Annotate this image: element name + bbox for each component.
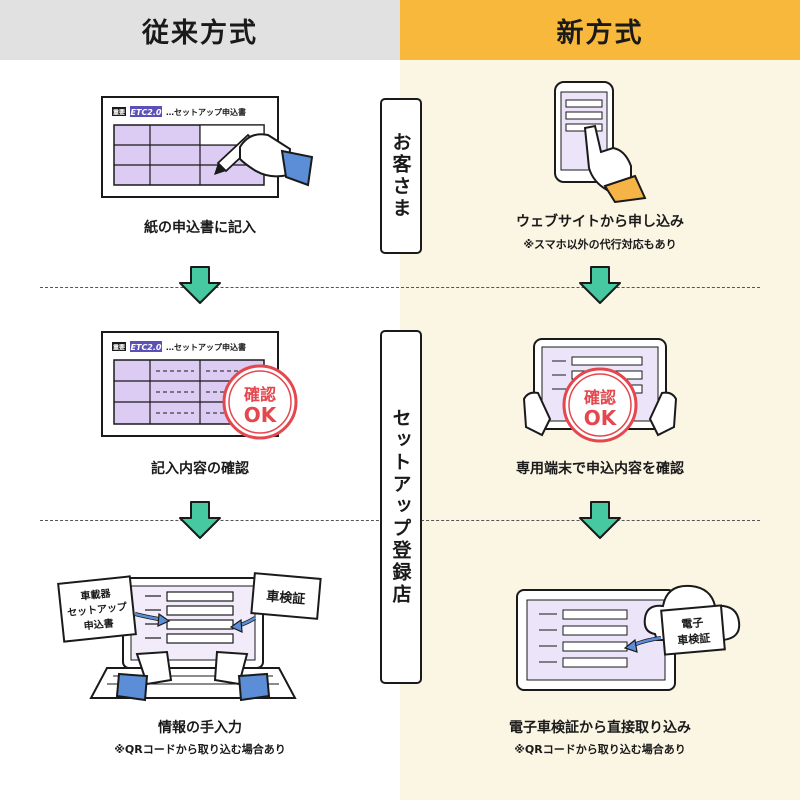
form-badge-icon	[112, 342, 126, 351]
tablet-hands-icon	[522, 391, 678, 437]
etc-logo-icon	[130, 341, 162, 352]
new-step-1-label: ウェブサイトから申し込み	[516, 214, 684, 230]
customer-section-label: お客さま	[380, 98, 422, 254]
e-cert-line-2: 車検証	[677, 631, 711, 648]
old-step-2-label: 記入内容の確認	[151, 461, 249, 477]
new-method-header: 新方式	[400, 0, 800, 60]
old-step-3-note: ※QRコードから取り込む場合あり	[114, 743, 286, 756]
store-section-text: セットアップ登録店	[389, 408, 412, 606]
setup-form-card: 車載器 セットアップ 申込書	[57, 575, 137, 643]
input-arrow-icon	[229, 616, 257, 633]
down-arrow-icon	[579, 266, 621, 304]
checked-form-illustration: 重要 ETC2.0 …セットアップ申込書 確認 OK	[101, 331, 298, 440]
import-arrow-icon	[623, 636, 662, 653]
new-step-1-note: ※スマホ以外の代行対応もあり	[523, 238, 677, 251]
tablet-confirm-illustration: 確認 OK	[522, 338, 678, 443]
old-step-3-label: 情報の手入力	[158, 720, 242, 736]
stamp-line-2: OK	[244, 403, 278, 427]
paper-form-illustration: 重要 ETC2.0 …セットアップ申込書	[101, 96, 314, 198]
vehicle-cert-text: 車検証	[266, 588, 306, 607]
laptop-manual-input-illustration: 車載器 セットアップ 申込書 車検証	[57, 572, 322, 702]
confirm-ok-stamp: 確認 OK	[562, 367, 638, 443]
form-badge-icon	[112, 107, 126, 116]
down-arrow-icon	[579, 501, 621, 539]
etc-logo-icon	[130, 106, 162, 117]
customer-section-text: お客さま	[389, 132, 412, 220]
old-method-header: 従来方式	[0, 0, 400, 60]
down-arrow-icon	[179, 501, 221, 539]
input-arrow-icon	[134, 612, 171, 627]
stamp-line-1: 確認	[584, 388, 616, 407]
new-step-3-note: ※QRコードから取り込む場合あり	[514, 743, 686, 756]
e-cert-card: 電子 車検証	[660, 604, 726, 656]
form-title: …セットアップ申込書	[166, 342, 246, 352]
setup-card-line-3: 申込書	[83, 616, 114, 632]
smartphone-illustration	[554, 81, 647, 203]
old-step-1-label: 紙の申込書に記入	[144, 220, 256, 236]
e-cert-import-illustration: 電子 車検証	[516, 584, 741, 691]
vehicle-cert-card: 車検証	[250, 572, 322, 620]
stamp-line-2: OK	[584, 406, 618, 430]
setup-card-line-1: 車載器	[80, 586, 112, 602]
hand-icon	[239, 133, 314, 187]
form-title: …セットアップ申込書	[166, 107, 246, 117]
etc-logo-text: ETC2.0	[131, 108, 162, 117]
down-arrow-icon	[179, 266, 221, 304]
etc-logo-text: ETC2.0	[131, 343, 162, 352]
e-cert-line-1: 電子	[681, 616, 704, 631]
new-step-2-label: 専用端末で申込内容を確認	[516, 461, 684, 477]
separator-line	[40, 287, 760, 288]
stamp-line-1: 確認	[244, 385, 276, 404]
typing-hands-icon	[115, 650, 271, 702]
confirm-ok-stamp: 確認 OK	[222, 364, 298, 440]
form-badge: 重要	[113, 344, 125, 352]
form-badge: 重要	[113, 109, 125, 117]
store-section-label: セットアップ登録店	[380, 330, 422, 684]
new-step-3-label: 電子車検証から直接取り込み	[509, 720, 691, 736]
pointing-hand-icon	[583, 124, 647, 203]
